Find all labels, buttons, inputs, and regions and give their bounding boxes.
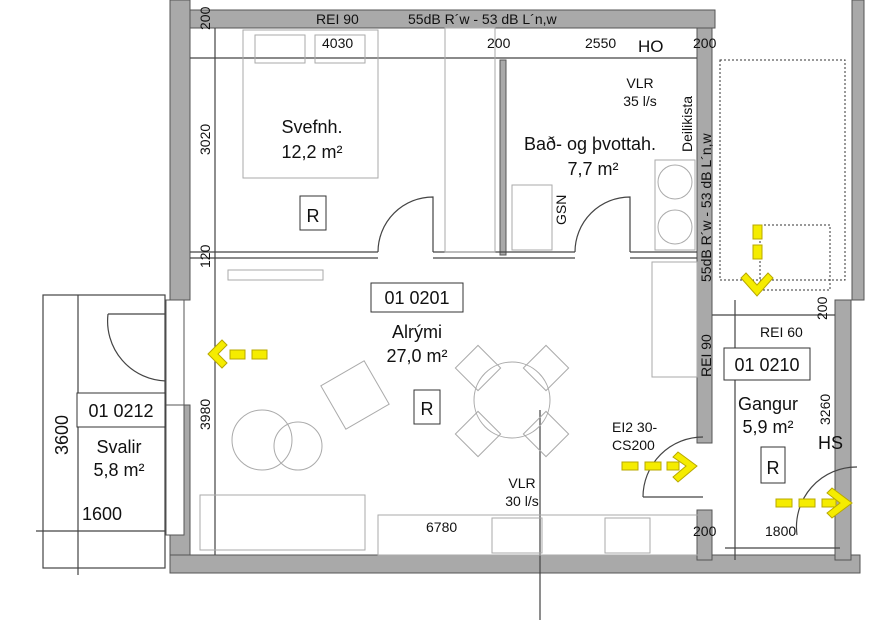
dimension-label: 3980 (197, 399, 213, 430)
right-partition-wall-lower (696, 509, 713, 561)
room-name: Svefnh. (281, 117, 342, 137)
room-area: 27,0 m² (386, 346, 447, 366)
room-area: 5,8 m² (93, 460, 144, 480)
kitchen-counter (377, 514, 699, 556)
room-id: 01 0212 (88, 401, 153, 421)
vlr-rate: 30 l/s (505, 493, 538, 509)
partitions (190, 28, 858, 620)
room-area: 7,7 m² (567, 159, 618, 179)
corridor-door-swing (642, 436, 704, 498)
gsn-label: GSN (553, 195, 569, 225)
bedroom-door-swing (377, 196, 434, 253)
neighbour-unit-faded (719, 59, 846, 281)
room-id: 01 0201 (384, 288, 449, 308)
dimension-label: 200 (693, 35, 717, 51)
washer-dryer (654, 159, 696, 251)
dimension-label: 4030 (322, 35, 353, 51)
dining-table (473, 361, 551, 439)
top-wall-acoustic: 55dB R´w - 53 dB L´n,w (408, 11, 558, 27)
room-name: Svalir (96, 437, 141, 457)
room-name: Alrými (392, 322, 442, 342)
room-marker-box (299, 195, 327, 231)
dimension-label: 3020 (197, 124, 213, 155)
room-marker-box (760, 446, 786, 484)
room-marker: R (307, 206, 320, 226)
dimension-label: 6780 (426, 519, 457, 535)
room-name: Bað- og þvottah. (524, 134, 656, 154)
room-id-box (76, 392, 166, 428)
escape-arrow-icon (207, 339, 268, 369)
corridor-wall-rating: REI 60 (760, 324, 803, 340)
dimension-label: 1600 (82, 504, 122, 524)
toilet (511, 184, 553, 251)
dimension-label: 1800 (765, 523, 796, 539)
escape-arrow-icon (621, 451, 698, 483)
ho-label: HO (638, 37, 664, 56)
escape-arrow-icon (775, 487, 853, 519)
dimension-label: 3260 (817, 394, 833, 425)
wardrobe (444, 27, 496, 253)
deilikista-label: Deilikista (679, 96, 695, 152)
escape-arrow-icon (740, 224, 774, 297)
bath-partition (499, 59, 507, 256)
corridor-right-wall (834, 299, 852, 561)
dimension-label: 200 (814, 296, 830, 320)
balcony-door-swing (106, 313, 167, 382)
dimension-label: 3600 (52, 415, 72, 455)
dimension-label: 200 (693, 523, 717, 539)
dimension-label: 200 (197, 6, 213, 30)
vlr-rate: 35 l/s (623, 93, 656, 109)
door-rating-label: CS200 (612, 437, 655, 453)
far-right-wall (851, 0, 865, 301)
hs-label: HS (818, 433, 843, 453)
door-rating-label: EI2 30- (612, 419, 657, 435)
bottom-wall (169, 554, 861, 574)
vlr-label: VLR (626, 75, 653, 91)
balcony (36, 294, 185, 575)
sofa (199, 494, 366, 551)
vlr-label: VLR (508, 475, 535, 491)
room-marker: R (767, 458, 780, 478)
dimension-label: 2550 (585, 35, 616, 51)
dimension-label: 200 (487, 35, 511, 51)
left-exterior-wall (169, 0, 191, 301)
room-area: 12,2 m² (281, 142, 342, 162)
entrance-door-swing (795, 466, 858, 536)
room-id-box (370, 282, 464, 313)
room-marker-box (413, 389, 441, 425)
armchair (320, 360, 390, 430)
room-area: 5,9 m² (742, 417, 793, 437)
right-wall-acoustic: 55dB R´w - 53 dB L´n,w (698, 132, 714, 282)
room-id: 01 0210 (734, 355, 799, 375)
dimension-label: 120 (197, 244, 213, 268)
right-wall-rating: REI 90 (698, 334, 714, 377)
room-marker: R (421, 399, 434, 419)
closet (651, 261, 698, 378)
stove (491, 517, 543, 554)
bath-door-swing (574, 196, 631, 253)
room-name: Gangur (738, 394, 798, 414)
right-partition-wall (696, 27, 713, 444)
top-wall-rating: REI 90 (316, 11, 359, 27)
room-id-box (723, 347, 811, 381)
bed (242, 29, 379, 179)
